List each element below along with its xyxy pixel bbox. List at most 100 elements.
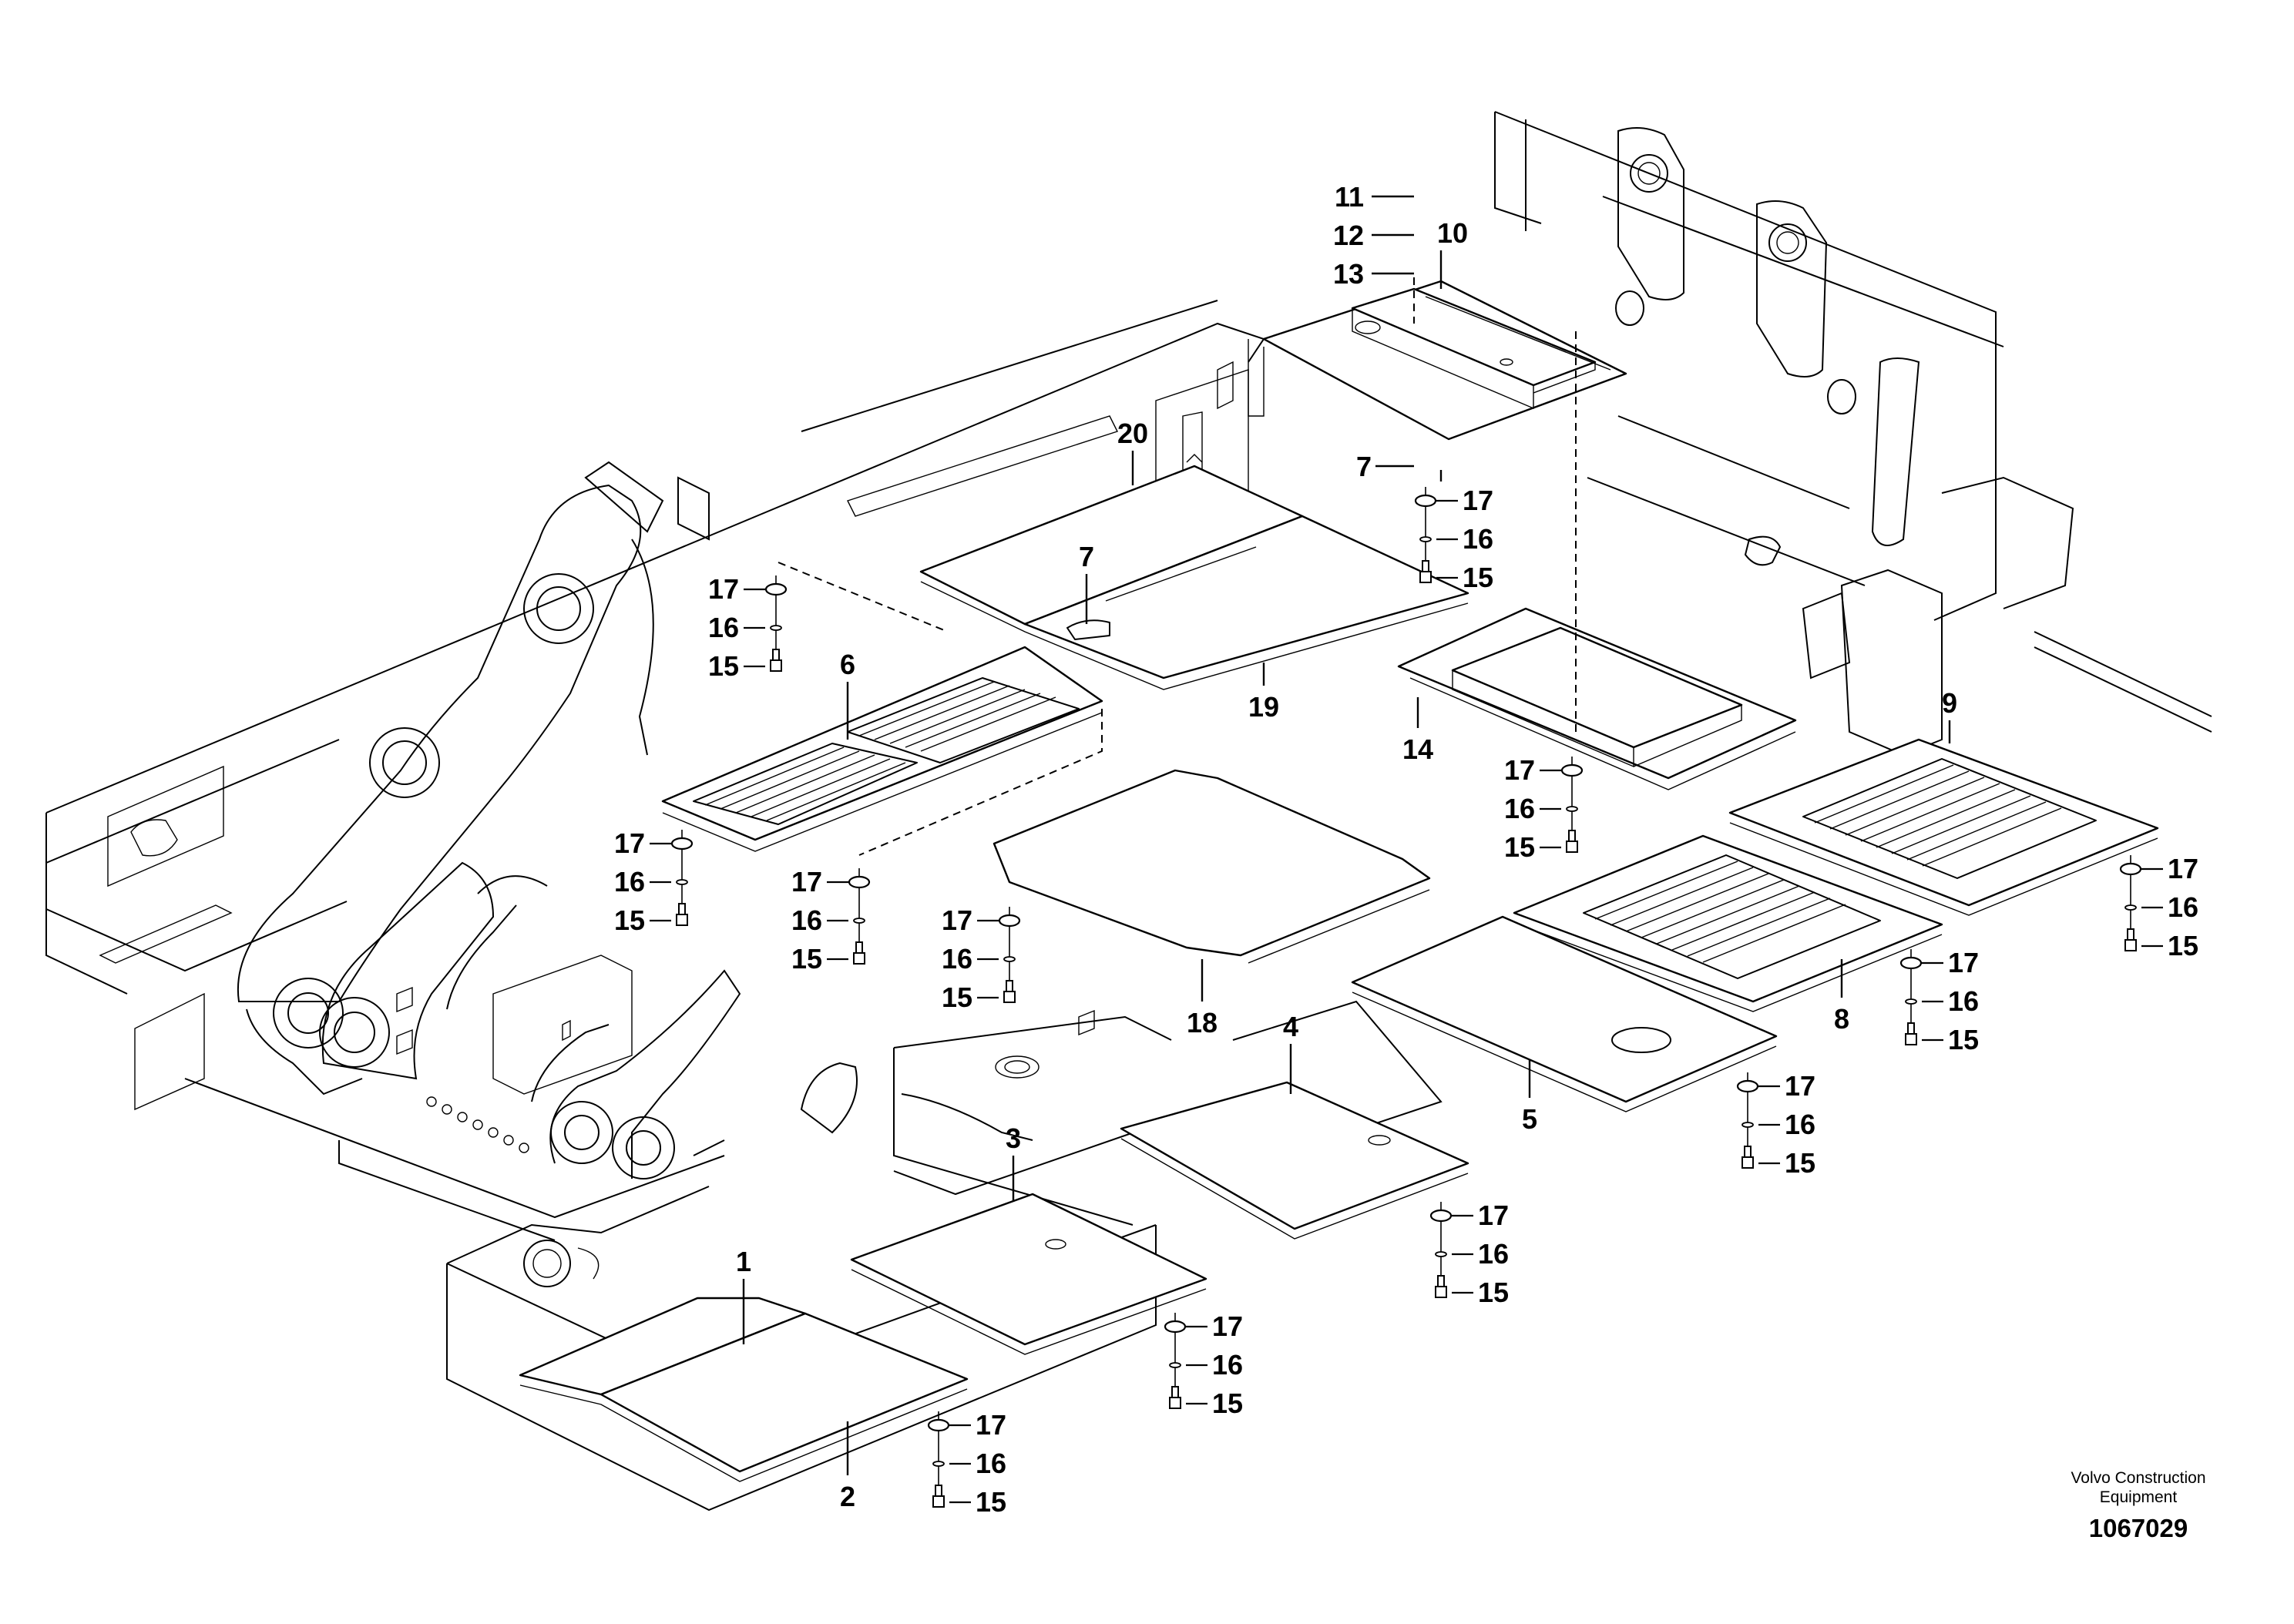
plate-8-grated (1513, 834, 1943, 1012)
fastener-label-17: 17 (1212, 1310, 1243, 1342)
lock-washer-icon (676, 879, 688, 885)
fastener-stack: 17 16 15 (2119, 853, 2198, 961)
fastener-label-17: 17 (1504, 754, 1535, 786)
washer-icon (998, 914, 1021, 928)
bolt-icon (1905, 1022, 1917, 1045)
callout-10: 10 (1437, 217, 1468, 249)
company-line-2: Equipment (2100, 1488, 2178, 1506)
callout-2: 2 (840, 1481, 855, 1512)
lock-washer-icon (932, 1461, 945, 1467)
fastener-label-17: 17 (791, 866, 822, 898)
lock-washer-icon (1003, 956, 1016, 962)
fastener-label-15: 15 (708, 650, 739, 682)
fastener-label-16: 16 (1785, 1109, 1815, 1140)
fastener-label-15: 15 (976, 1486, 1006, 1518)
fastener-label-17: 17 (1948, 947, 1979, 978)
lock-washer-icon (770, 625, 782, 631)
lock-washer-icon (2124, 904, 2137, 911)
fastener-label-16: 16 (1463, 523, 1493, 555)
fastener-stack: 17 16 15 (708, 573, 788, 682)
callout-7b: 7 (1356, 451, 1372, 482)
fastener-stack: 17 16 15 (791, 866, 871, 975)
lock-washer-icon (1566, 806, 1578, 812)
callout-18: 18 (1187, 1007, 1218, 1038)
washer-icon (1429, 1209, 1453, 1223)
footer-credit: Volvo Construction Equipment 1067029 (2071, 1469, 2205, 1542)
fastener-label-16: 16 (708, 612, 739, 643)
fastener-label-16: 16 (1478, 1238, 1509, 1270)
plate-6-grated (661, 646, 1103, 852)
part-callouts: 1 2 3 4 5 6 7 7 8 9 10 11 12 13 14 18 19… (736, 181, 1957, 1512)
bolt-icon (676, 903, 688, 926)
callout-9: 9 (1942, 687, 1957, 719)
grate-slats-8 (1594, 861, 1846, 963)
lock-washer-icon (853, 918, 865, 924)
fastener-label-16: 16 (791, 904, 822, 936)
fastener-label-16: 16 (942, 943, 972, 975)
lock-washer-icon (1169, 1362, 1181, 1368)
callout-4: 4 (1283, 1011, 1298, 1042)
callout-3: 3 (1006, 1122, 1021, 1154)
washer-icon (848, 875, 871, 889)
fastener-stacks: 17 16 15 17 16 15 17 16 15 17 16 15 17 16 15 17 16 15 17 16… (614, 485, 2198, 1518)
fastener-label-17: 17 (614, 827, 645, 859)
callout-13: 13 (1333, 258, 1364, 290)
fastener-label-17: 17 (976, 1409, 1006, 1441)
fastener-label-17: 17 (2168, 853, 2198, 884)
fastener-stack: 17 16 15 (942, 904, 1021, 1013)
fastener-label-15: 15 (791, 943, 822, 975)
plate-14 (1397, 607, 1797, 790)
fastener-stack: 17 16 15 (614, 827, 694, 936)
fastener-label-15: 15 (1948, 1024, 1979, 1055)
washer-icon (1899, 956, 1923, 970)
bolt-icon (1435, 1275, 1447, 1298)
callout-5: 5 (1522, 1103, 1537, 1135)
bolt-icon (932, 1485, 945, 1508)
washer-icon (927, 1418, 950, 1432)
fastener-label-17: 17 (1463, 485, 1493, 516)
fastener-label-17: 17 (1785, 1070, 1815, 1102)
grate-slats (704, 681, 1056, 821)
plate-10 (1262, 280, 1627, 441)
floor-holes (426, 1096, 529, 1153)
fastener-label-15: 15 (1478, 1277, 1509, 1308)
fastener-label-16: 16 (2168, 891, 2198, 923)
plate-3 (850, 1193, 1207, 1355)
plate-5 (1351, 915, 1778, 1112)
plate-1-2 (519, 1297, 969, 1482)
document-number: 1067029 (2089, 1514, 2188, 1542)
callout-20: 20 (1117, 418, 1148, 449)
washer-icon (1736, 1079, 1759, 1093)
bolt-icon (1566, 830, 1578, 853)
callout-8: 8 (1834, 1003, 1849, 1035)
lock-washer-icon (1905, 998, 1917, 1005)
fastener-label-16: 16 (614, 866, 645, 898)
fastener-label-17: 17 (708, 573, 739, 605)
fastener-label-15: 15 (1785, 1147, 1815, 1179)
callout-6: 6 (840, 649, 855, 680)
fastener-label-15: 15 (942, 981, 972, 1013)
fastener-label-15: 15 (2168, 930, 2198, 961)
bolt-icon (1003, 980, 1016, 1003)
dashed-connectors (778, 277, 1577, 856)
callout-12: 12 (1333, 220, 1364, 251)
fastener-label-17: 17 (942, 904, 972, 936)
fastener-label-15: 15 (614, 904, 645, 936)
fastener-label-16: 16 (1212, 1349, 1243, 1381)
lock-washer-icon (1435, 1251, 1447, 1257)
plate-4 (1120, 1081, 1469, 1240)
bolt-icon (1419, 560, 1432, 583)
washer-icon (1164, 1320, 1187, 1334)
bolt-icon (2124, 928, 2137, 951)
fastener-stack: 17 16 15 (1414, 485, 1493, 593)
callout-7a: 7 (1079, 541, 1094, 572)
washer-icon (1414, 494, 1437, 508)
fastener-label-15: 15 (1504, 831, 1535, 863)
fastener-label-15: 15 (1463, 562, 1493, 593)
plate-18 (992, 769, 1431, 964)
